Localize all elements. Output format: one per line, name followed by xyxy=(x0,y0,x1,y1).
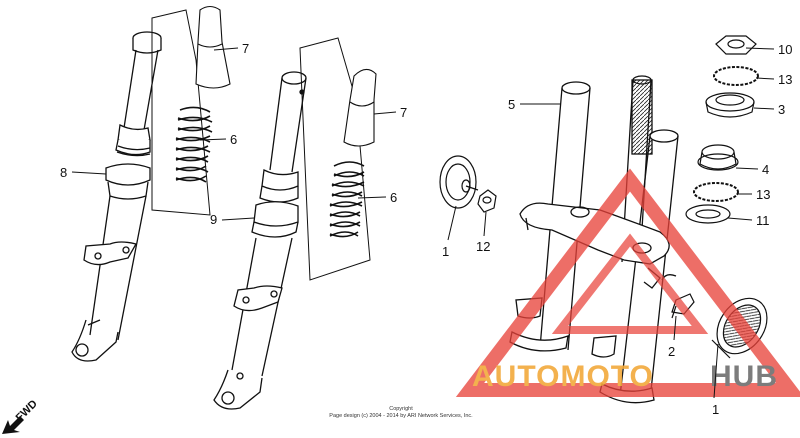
copyright-notice: Copyright Page design (c) 2004 - 2014 by… xyxy=(329,406,473,419)
callout-3: 3 xyxy=(778,102,785,117)
fwd-arrow-icon xyxy=(2,416,24,434)
callout-6-left: 6 xyxy=(230,132,237,147)
fwd-label: FWD xyxy=(14,398,40,424)
callout-13-upper: 13 xyxy=(778,72,792,87)
callout-10: 10 xyxy=(778,42,792,57)
callout-5: 5 xyxy=(508,97,515,112)
fork-leg-left-assembly xyxy=(71,31,162,362)
callout-13-lower: 13 xyxy=(756,187,770,202)
watermark-text-part1: AUTOMOTO xyxy=(472,360,654,393)
callout-1-washer: 1 xyxy=(442,244,449,259)
callout-6-right: 6 xyxy=(390,190,397,205)
steering-bearing-stack xyxy=(685,35,759,224)
callout-4: 4 xyxy=(762,162,769,177)
copyright-line-2: Page design (c) 2004 - 2014 by ARI Netwo… xyxy=(329,413,473,419)
callout-9: 9 xyxy=(210,212,217,227)
callout-1-reflector: 1 xyxy=(712,402,719,417)
spring-set-left xyxy=(151,5,231,216)
fork-leg-right-assembly xyxy=(213,71,307,410)
callout-2: 2 xyxy=(668,344,675,359)
callout-8: 8 xyxy=(60,165,67,180)
callout-7-left: 7 xyxy=(242,41,249,56)
fwd-indicator: FWD xyxy=(2,398,40,434)
callout-11: 11 xyxy=(756,213,770,228)
watermark-logo: AUTOMOTO HUB xyxy=(455,168,800,397)
small-parts-left xyxy=(439,155,497,213)
callout-12: 12 xyxy=(476,239,490,254)
watermark-text-part2: HUB xyxy=(710,360,778,393)
callout-numbers: 7 6 8 7 6 9 5 1 12 10 13 3 4 13 11 2 1 xyxy=(60,41,792,417)
copyright-line-1: Copyright xyxy=(389,406,413,412)
spring-set-right xyxy=(299,37,377,281)
leader-lines xyxy=(71,47,775,399)
steering-stem-assembly xyxy=(509,75,679,404)
callout-7-right: 7 xyxy=(400,105,407,120)
